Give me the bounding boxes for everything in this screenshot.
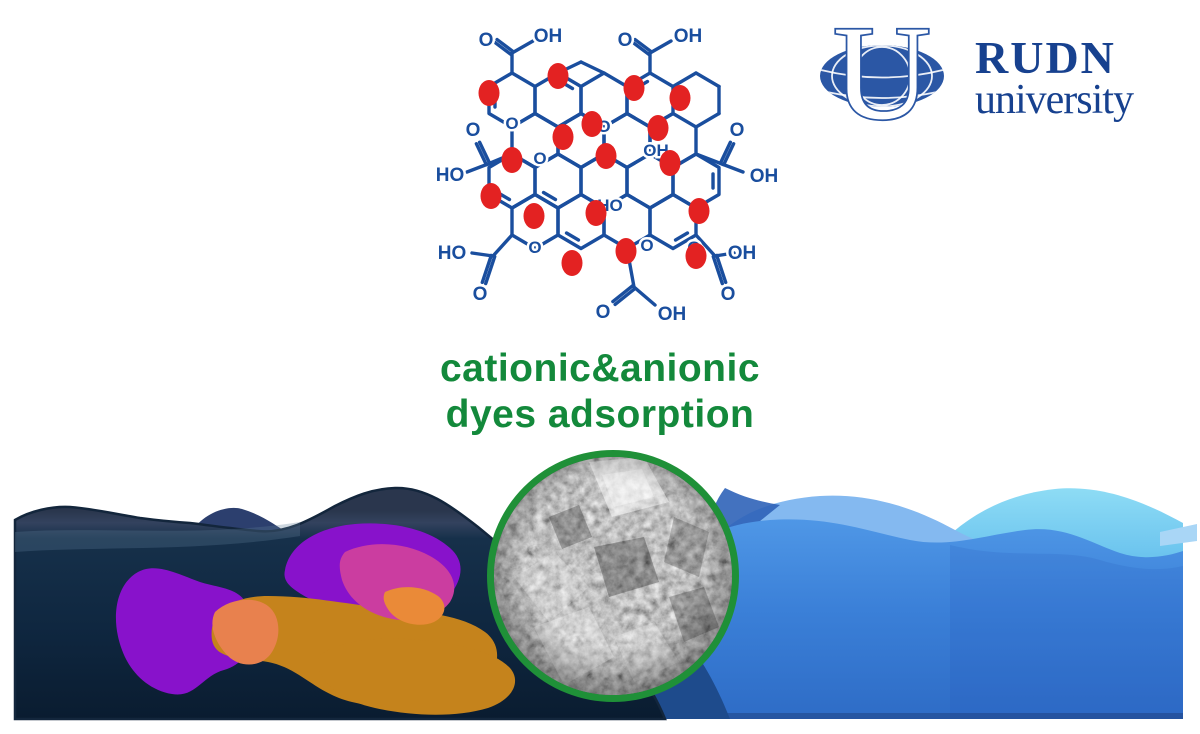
bond: [694, 111, 721, 129]
bond: [564, 231, 581, 242]
bond: [718, 140, 733, 165]
atom-label: O: [721, 284, 736, 305]
oxygen-site-dot: [685, 243, 707, 269]
bond: [648, 39, 673, 55]
atom-label: O: [640, 236, 653, 255]
title-line-2: dyes adsorption: [445, 393, 755, 436]
bond: [694, 233, 717, 258]
bond: [510, 39, 535, 55]
sem-micrograph-circle: [487, 450, 739, 702]
bond: [611, 283, 635, 304]
bond: [484, 254, 497, 286]
oxygen-site-dot: [523, 203, 545, 229]
atom-label: O: [473, 284, 488, 305]
atom-label: OH: [750, 166, 779, 187]
title-line-1: cationic&anionic: [439, 347, 761, 390]
atom-label: HO: [438, 243, 467, 264]
atom-label: O: [528, 238, 541, 257]
oxygen-site-dot: [501, 147, 523, 173]
oxygen-site-dot: [659, 150, 681, 176]
atom-label: O: [466, 120, 481, 141]
bond: [477, 140, 492, 165]
oxygen-site-dot: [595, 143, 617, 169]
sem-texture: [494, 457, 732, 695]
atom-label: O: [730, 120, 745, 141]
bond: [671, 71, 698, 89]
atom-label: OH: [674, 26, 703, 47]
dye-blob-orange-lower: [317, 638, 516, 715]
bond: [613, 286, 637, 307]
bond: [711, 254, 724, 286]
bond: [720, 162, 745, 174]
oxygen-site-dot: [478, 80, 500, 106]
bond: [632, 285, 657, 307]
clean-water-bottom-line: [648, 713, 1183, 719]
bond: [721, 142, 736, 167]
clean-water-body: [648, 519, 1183, 719]
oxygen-site-dot: [547, 63, 569, 89]
logo-monogram: U: [833, 5, 931, 130]
atom-label: OH: [658, 304, 687, 325]
bond: [694, 152, 724, 166]
title-block: cationic&anionic dyes adsorption: [0, 346, 1200, 438]
bond: [480, 253, 493, 285]
polluted-water-streak: [15, 522, 300, 552]
rudn-logo: U RUDN university: [820, 5, 1135, 130]
bond: [491, 233, 514, 258]
bond: [673, 231, 690, 242]
bond: [694, 71, 721, 89]
bond: [631, 40, 651, 57]
bond: [474, 142, 489, 167]
bond: [493, 40, 513, 57]
oxygen-site-dot: [669, 85, 691, 111]
oxygen-site-dot: [647, 115, 669, 141]
logo-subname: university: [975, 77, 1134, 123]
bond: [715, 253, 728, 285]
atom-label: HO: [436, 165, 465, 186]
bond: [541, 190, 558, 202]
bond: [633, 37, 653, 54]
atom-label: O: [505, 114, 518, 133]
atom-label: O: [479, 30, 494, 51]
globe-icon: [820, 45, 944, 107]
oxygen-site-dot: [585, 200, 607, 226]
oxygen-site-dot: [623, 75, 645, 101]
oxygen-site-dot: [688, 198, 710, 224]
bond: [465, 162, 490, 174]
atom-label: OH: [534, 26, 563, 47]
oxygen-site-dot: [480, 183, 502, 209]
atom-label: O: [596, 302, 611, 323]
atom-label: O: [618, 30, 633, 51]
graphene-oxide-structure: OOHOOHOHOOOHHOOOHOOOHOOOOHHOOOO: [433, 24, 781, 328]
dye-blob-purple-left: [115, 568, 254, 695]
logo-name: RUDN: [975, 32, 1116, 83]
dye-overlap-bright-orange: [383, 587, 445, 625]
bond: [495, 37, 515, 54]
oxygen-site-dot: [552, 124, 574, 150]
wave-inner-shade: [950, 545, 1183, 719]
atom-label: OH: [728, 243, 757, 264]
oxygen-site-dot: [561, 250, 583, 276]
oxygen-site-dot: [581, 111, 603, 137]
atom-label: O: [533, 149, 546, 168]
wave-right-pale-wedge: [1160, 524, 1197, 546]
bond: [579, 60, 606, 75]
dye-overlap-coral: [212, 599, 279, 665]
oxygen-site-dot: [615, 238, 637, 264]
